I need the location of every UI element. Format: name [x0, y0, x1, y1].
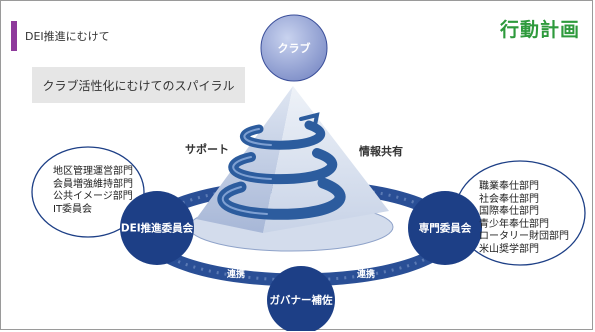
list-item: 地区管理運営部門 [53, 166, 133, 177]
bottom-circle-label: ガバナー補佐 [269, 294, 333, 307]
bottom-circle [267, 266, 335, 331]
list-item: ロータリー財団部門 [479, 231, 569, 242]
top-circle [260, 14, 328, 82]
left-group-bubble [31, 146, 145, 238]
list-item: 国際奉仕部門 [479, 206, 539, 217]
support-label: サポート [185, 143, 229, 156]
list-item: 米山奨学部門 [479, 243, 539, 255]
spiral [217, 112, 346, 220]
info-share-label: 情報共有 [359, 145, 403, 158]
list-item: 会員増強維持部門 [53, 178, 133, 190]
accent-bar [11, 21, 17, 51]
list-item: 公共イメージ部門 [53, 191, 133, 202]
left-group-list: 地区管理運営部門 会員増強維持部門 公共イメージ部門 IT委員会 [53, 166, 133, 216]
right-circle [408, 191, 482, 265]
link-label-left: 連携 [227, 270, 246, 280]
right-group-list: 職業奉仕部門 社会奉仕部門 国際奉仕部門 青少年奉仕部門 ロータリー財団部門 米… [479, 181, 569, 256]
left-circle-label: DEI推進委員会 [120, 222, 194, 235]
right-circle-label: 専門委員会 [418, 222, 472, 235]
top-circle-label: クラブ [277, 42, 311, 55]
section-label: DEI推進にむけて [25, 30, 110, 43]
page-title: 行動計画 [499, 19, 580, 41]
link-label-right: 連携 [357, 270, 376, 280]
subtitle-box: クラブ活性化にむけてのスパイラル [32, 67, 245, 103]
list-item: 社会奉仕部門 [479, 193, 539, 205]
list-item: 職業奉仕部門 [479, 181, 539, 192]
subtitle-text: クラブ活性化にむけてのスパイラル [42, 78, 235, 93]
list-item: 青少年奉仕部門 [479, 218, 549, 230]
left-circle [120, 191, 194, 265]
list-item: IT委員会 [53, 203, 93, 215]
